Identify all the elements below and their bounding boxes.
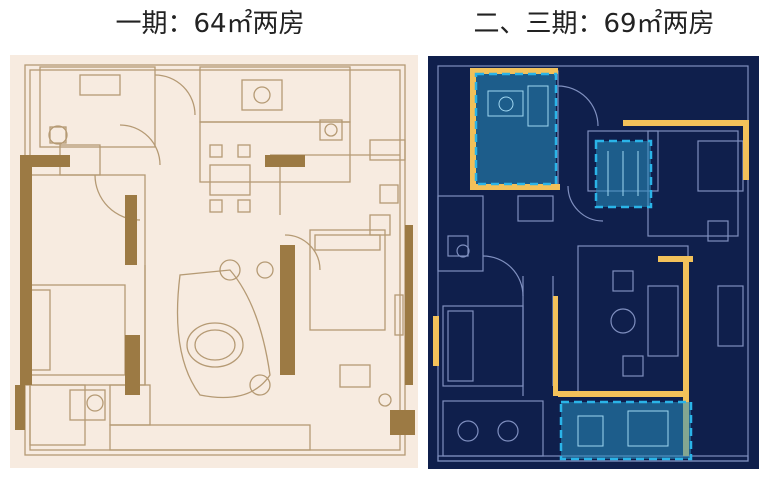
floor-plan-phase-1: [10, 55, 418, 468]
right-plan-caption: 二、三期：69㎡两房: [473, 9, 715, 39]
highlight-zone-kitchen: [474, 72, 558, 186]
floor-plan-phase-1-drawing: [15, 64, 415, 456]
floor-plan-phase-2-3: [428, 56, 759, 469]
floor-plan-phase-2-3-drawing: [433, 65, 749, 462]
highlight-zone-balcony: [559, 400, 693, 461]
left-plan-caption: 一期：64㎡两房: [115, 9, 305, 39]
